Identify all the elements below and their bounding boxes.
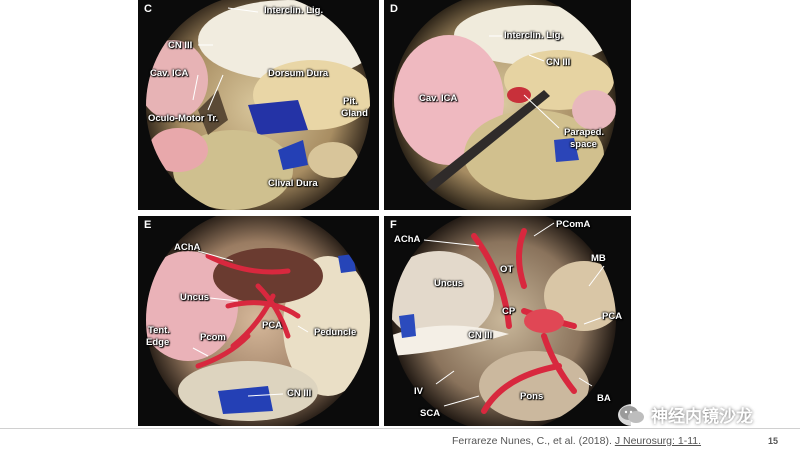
label-cn3: CN III <box>468 330 493 341</box>
wechat-icon <box>618 403 646 426</box>
panel-letter-d: D <box>390 3 398 15</box>
label-space: space <box>570 139 597 150</box>
label-interclinoid-ligament: Interclin. Lig. <box>264 5 324 16</box>
label-gland: Gland <box>341 108 368 119</box>
panel-letter-f: F <box>390 219 397 231</box>
watermark-text: 神经内镜沙龙 <box>651 407 753 427</box>
footer-divider <box>0 428 800 429</box>
figure-panel-e: E AChA Uncus Tent. Edge Pcom PCA Peduncl… <box>138 216 379 426</box>
label-uncus: Uncus <box>434 278 464 289</box>
label-peduncle: Peduncle <box>314 327 357 338</box>
citation-journal-link[interactable]: J Neurosurg: 1-11. <box>614 435 702 447</box>
label-cavernous-ica: Cav. ICA <box>150 68 189 79</box>
panel-letter-c: C <box>144 3 152 15</box>
figure-panel-f: F PComA AChA OT MB Uncus CP PCA CN III I… <box>384 216 631 426</box>
label-cn3: CN III <box>287 388 312 399</box>
endoscopic-image-c <box>146 0 370 210</box>
label-interclinoid-ligament: Interclin. Lig. <box>504 30 564 41</box>
label-edge: Edge <box>146 337 170 348</box>
label-cavernous-ica: Cav. ICA <box>419 93 458 104</box>
label-pcom: Pcom <box>200 332 226 343</box>
label-cn4: IV <box>414 386 423 397</box>
label-uncus: Uncus <box>180 292 210 303</box>
label-pituitary: Pit. <box>343 96 358 107</box>
label-tentorial: Tent. <box>148 325 170 336</box>
label-basilar-artery: BA <box>597 393 611 404</box>
endoscopic-image-f <box>392 216 616 426</box>
label-cn3: CN III <box>546 57 571 68</box>
label-acha: AChA <box>174 242 201 253</box>
figure-panel-d: D Interclin. Lig. CN III Cav. ICA Parape… <box>384 0 631 210</box>
citation: Ferrareze Nunes, C., et al. (2018). J Ne… <box>452 435 701 447</box>
label-cn3: CN III <box>168 40 193 51</box>
label-parapeduncular: Paraped. <box>564 127 605 138</box>
label-cerebral-peduncle: CP <box>502 306 516 317</box>
endoscopic-image-d <box>392 0 616 210</box>
figure-panel-c: C Interclin. Lig. CN III Cav. ICA Dorsum… <box>138 0 379 210</box>
label-pcoma: PComA <box>556 219 591 230</box>
label-acha: AChA <box>394 234 421 245</box>
label-dorsum-dura: Dorsum Dura <box>268 68 329 79</box>
label-clival-dura: Clival Dura <box>268 178 318 189</box>
label-pca: PCA <box>262 320 283 331</box>
citation-authors: Ferrareze Nunes, C., et al. (2018). <box>452 435 612 447</box>
wechat-watermark: 神经内镜沙龙 <box>618 402 753 427</box>
endoscopic-image-e <box>146 216 370 426</box>
label-oculomotor-triangle: Oculo-Motor Tr. <box>148 113 219 124</box>
label-pca: PCA <box>602 311 623 322</box>
panel-letter-e: E <box>144 219 152 231</box>
label-sca: SCA <box>420 408 441 419</box>
label-optic-tract: OT <box>500 264 514 275</box>
label-mammillary-body: MB <box>591 253 606 264</box>
page-number: 15 <box>768 436 779 446</box>
label-pons: Pons <box>520 391 544 402</box>
